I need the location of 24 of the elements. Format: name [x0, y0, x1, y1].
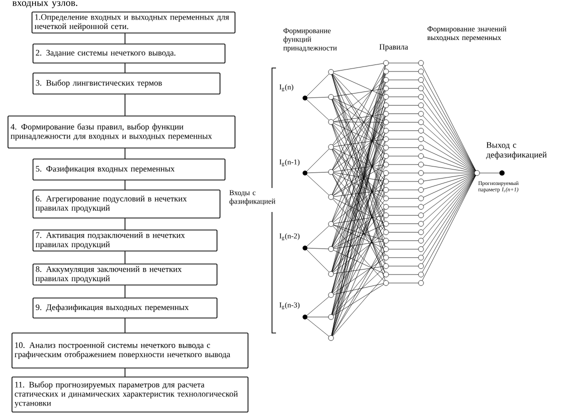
connector-line: [124, 94, 126, 116]
connector-line: [124, 251, 126, 264]
process-box: 3. Выбор лингвистических термов: [32, 72, 220, 94]
column-title: Правила: [379, 44, 408, 52]
connector-line: [124, 33, 126, 44]
process-box: 4. Формирование базы правил, выбор функции принадлежности для входных и выходных переменных: [8, 116, 236, 148]
connector-line: [124, 285, 126, 298]
process-box: 7. Активация подзаключений в нечетких правилах продукций: [32, 230, 218, 252]
process-box: 9. Дефазификация выходных переменных: [32, 298, 218, 318]
connector-line: [124, 180, 126, 190]
process-box: 8. Аккумуляция заключений в нечетких правилах продукций: [32, 264, 218, 286]
connector-line: [124, 368, 126, 377]
output-title: Выход с дефазификацией: [486, 142, 547, 160]
process-box: 2. Задание системы нечеткого вывода.: [32, 44, 226, 64]
process-box: 10. Анализ построенной системы нечеткого вывода с графическим отображением поверхности нечеткого вывода: [12, 332, 248, 368]
connector-line: [124, 218, 126, 230]
process-box: 6. Агрегирование подусловий в нечетких правилах продукций: [32, 190, 220, 218]
process-box: 11. Выбор прогнозируемых параметров для расчета статических и динамических характеристик технологической установки: [12, 376, 248, 412]
process-box: 5. Фазификация входных переменных: [32, 158, 226, 180]
connector-line: [124, 63, 126, 73]
heading-text: входных узлов.: [12, 1, 78, 8]
process-box: 1.Определение входных и выходных переменных для нечеткой нейронной сети.: [32, 12, 236, 34]
connector-line: [124, 148, 126, 159]
connector-line: [124, 318, 126, 333]
